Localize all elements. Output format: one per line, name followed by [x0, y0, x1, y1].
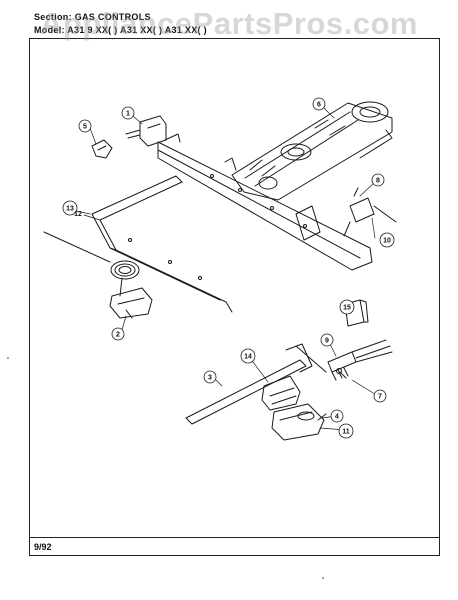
callout-13[interactable]: 13: [62, 200, 78, 216]
valve-mounting-rail[interactable]: [185, 343, 327, 425]
gas-valve-bracket[interactable]: [125, 115, 167, 147]
burner-ignitor[interactable]: [343, 187, 397, 237]
svg-text:3: 3: [208, 375, 212, 382]
oven-thermostat[interactable]: [43, 231, 153, 319]
callout-leaders: [71, 107, 379, 431]
callout-3[interactable]: 3: [203, 370, 217, 384]
svg-text:15: 15: [343, 305, 351, 312]
mounting-screw[interactable]: [336, 368, 347, 379]
section-title: Section: GAS CONTROLS: [34, 12, 151, 22]
svg-text:8: 8: [376, 178, 380, 185]
spark-module[interactable]: [344, 299, 369, 327]
svg-text:4: 4: [335, 414, 339, 421]
control-rod-bracket[interactable]: [91, 175, 233, 313]
svg-text:14: 14: [244, 354, 252, 361]
callout-1[interactable]: 1: [121, 106, 135, 120]
svg-text:6: 6: [317, 102, 321, 109]
watermark-text: AppliancePartsPros.com: [40, 6, 418, 41]
callout-5[interactable]: 5: [78, 119, 92, 133]
svg-text:5: 5: [83, 124, 87, 131]
callout-9[interactable]: 9: [320, 333, 334, 347]
gas-valve[interactable]: [261, 375, 301, 411]
spark-clip[interactable]: [91, 139, 113, 159]
revision-date: 9/92: [34, 542, 52, 552]
callout-11[interactable]: 11: [338, 423, 354, 439]
callout-12: 12: [74, 211, 82, 218]
svg-text:2: 2: [116, 332, 120, 339]
spark-electrode[interactable]: [327, 339, 393, 381]
svg-text:9: 9: [325, 338, 329, 345]
callout-7[interactable]: 7: [373, 389, 387, 403]
callout-8[interactable]: 8: [371, 173, 385, 187]
scan-specks: [7, 357, 324, 579]
diagram-frame: [29, 38, 440, 556]
svg-text:13: 13: [66, 206, 74, 213]
manifold-bracket[interactable]: [157, 133, 373, 271]
callout-6[interactable]: 6: [312, 97, 326, 111]
callout-4[interactable]: 4: [330, 409, 344, 423]
pressure-regulator[interactable]: [271, 403, 327, 441]
callout-14[interactable]: 14: [240, 348, 256, 364]
svg-text:7: 7: [378, 394, 382, 401]
svg-text:12: 12: [74, 211, 82, 218]
svg-text:11: 11: [342, 429, 350, 436]
callout-2[interactable]: 2: [111, 327, 125, 341]
callout-15[interactable]: 15: [339, 299, 355, 315]
svg-text:10: 10: [383, 238, 391, 245]
svg-text:1: 1: [126, 111, 130, 118]
footer-divider: [29, 537, 440, 538]
part-callouts: 1 5 6 8 10 13 12 2 3 14 9 15 7 4 11: [62, 97, 395, 439]
model-line: Model: A31 9 XX( ) A31 XX( ) A31 XX( ): [34, 25, 207, 35]
callout-10[interactable]: 10: [379, 232, 395, 248]
burner-assembly[interactable]: [231, 101, 393, 201]
